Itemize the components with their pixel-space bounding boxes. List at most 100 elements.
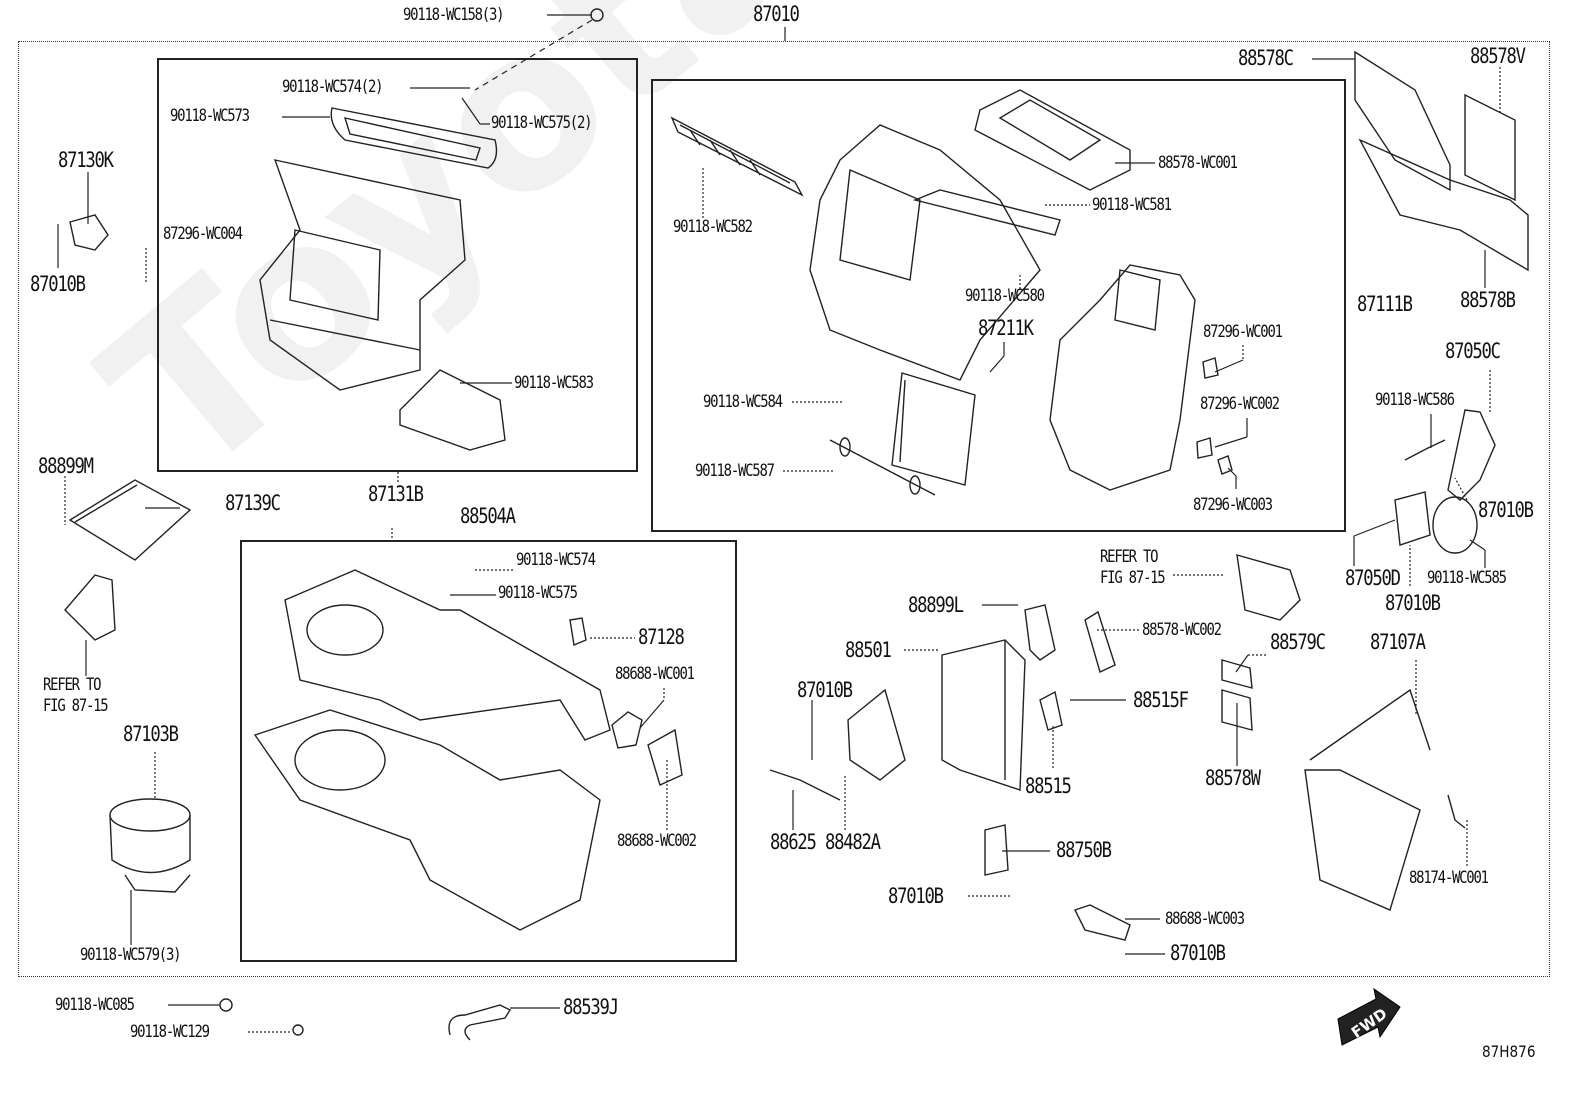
- part-hvac-right-case: [1049, 264, 1196, 491]
- part-label[interactable]: 87103B: [123, 722, 179, 746]
- part-label[interactable]: 87296-WC002: [1200, 394, 1280, 414]
- fwd-arrow-icon: FWD: [1337, 987, 1401, 1046]
- part-vent-90118-wc582: [670, 116, 804, 197]
- reference-note[interactable]: FIG 87-15: [43, 696, 109, 716]
- subassembly-label[interactable]: 87111B: [1357, 292, 1413, 316]
- leader-lines: [57, 14, 1501, 1033]
- part-label[interactable]: 88515F: [1133, 688, 1189, 712]
- reference-note[interactable]: REFER TO: [43, 675, 102, 695]
- part-label[interactable]: 87211K: [978, 316, 1034, 340]
- part-gasket-90118-wc573: [330, 107, 498, 169]
- part-label[interactable]: 88688-WC001: [615, 664, 695, 684]
- part-label[interactable]: 88578B: [1460, 288, 1516, 312]
- part-label[interactable]: 88578W: [1205, 766, 1261, 790]
- part-label[interactable]: 88899M: [38, 454, 94, 478]
- part-hvac-case-87211k: [809, 124, 1041, 381]
- part-label[interactable]: 90118-WC587: [695, 461, 775, 481]
- part-intake-case-87131b: [259, 159, 466, 391]
- part-label[interactable]: 90118-WC158(3): [403, 5, 505, 25]
- part-label[interactable]: 87050D: [1345, 566, 1401, 590]
- part-label[interactable]: 87107A: [1370, 630, 1426, 654]
- part-label[interactable]: 87010B: [797, 678, 853, 702]
- part-label[interactable]: 88579C: [1270, 630, 1326, 654]
- reference-note[interactable]: FIG 87-15: [1100, 568, 1166, 588]
- part-heater-core-87107a: [1304, 688, 1431, 911]
- part-drain-88539j: [448, 1004, 512, 1041]
- part-seal-88899l: [1024, 604, 1056, 661]
- part-label[interactable]: 90118-WC573: [170, 106, 250, 126]
- part-label[interactable]: 88750B: [1056, 838, 1112, 862]
- part-label[interactable]: 87010B: [888, 884, 944, 908]
- part-nut-90118-wc158: [590, 8, 604, 22]
- part-label[interactable]: 87296-WC001: [1203, 322, 1283, 342]
- part-filter-door-90118-wc583: [399, 369, 506, 451]
- part-rod-90118-wc586: [1404, 439, 1446, 461]
- part-label[interactable]: 90118-WC575: [498, 583, 578, 603]
- part-label[interactable]: 88688-WC002: [617, 831, 697, 851]
- part-label[interactable]: 88482A: [825, 830, 881, 854]
- part-insulator-88578v: [1464, 93, 1516, 202]
- part-label[interactable]: 87296-WC003: [1193, 495, 1273, 515]
- part-87130k: [69, 214, 109, 251]
- part-shaft-90118-wc587: [829, 437, 936, 496]
- part-label[interactable]: 90118-WC584: [703, 392, 783, 412]
- subassembly-label[interactable]: 88504A: [460, 504, 516, 528]
- part-label[interactable]: 88899L: [908, 593, 964, 617]
- part-label[interactable]: 88578-WC002: [1142, 620, 1222, 640]
- part-label[interactable]: 87296-WC004: [163, 224, 243, 244]
- part-label[interactable]: 90118-WC574(2): [282, 77, 384, 97]
- assembly-frame-87010: [18, 41, 1550, 977]
- part-label[interactable]: 90118-WC575(2): [491, 113, 593, 133]
- part-label[interactable]: 88578-WC001: [1158, 153, 1238, 173]
- part-blower-case-88504a: [253, 569, 611, 931]
- part-label[interactable]: 88174-WC001: [1409, 868, 1489, 888]
- part-label[interactable]: 87130K: [58, 148, 114, 172]
- part-label[interactable]: 90118-WC129: [130, 1022, 210, 1042]
- part-label[interactable]: 88539J: [563, 995, 619, 1019]
- part-88578w: [1221, 689, 1253, 731]
- part-bracket-88482a: [847, 688, 906, 781]
- part-label[interactable]: 90118-WC585: [1427, 568, 1507, 588]
- part-label[interactable]: 88501: [845, 638, 892, 662]
- part-label[interactable]: 90118-WC085: [55, 995, 135, 1015]
- part-seal-88578-wc002: [1084, 610, 1116, 673]
- part-label[interactable]: 90118-WC582: [673, 217, 753, 237]
- part-label[interactable]: 87010B: [30, 272, 86, 296]
- assembly-label[interactable]: 87010: [753, 2, 800, 26]
- part-resistor-88750b: [984, 824, 1009, 876]
- part-label[interactable]: 90118-WC580: [965, 286, 1045, 306]
- part-90118-wc581: [912, 189, 1061, 236]
- part-label[interactable]: 88578C: [1238, 46, 1294, 70]
- part-label[interactable]: 90118-WC583: [514, 373, 594, 393]
- subassembly-box-87131b: [157, 58, 638, 472]
- part-label[interactable]: 87050C: [1445, 339, 1501, 363]
- part-label[interactable]: 88515: [1025, 774, 1072, 798]
- part-filter-87139c: [68, 479, 192, 561]
- part-label[interactable]: 87010B: [1385, 591, 1441, 615]
- part-88579c: [1221, 659, 1253, 689]
- part-label[interactable]: 88578V: [1470, 44, 1526, 68]
- part-label[interactable]: 87128: [638, 625, 685, 649]
- part-88688-wc002: [647, 728, 683, 786]
- part-insulator-88578c: [1354, 50, 1451, 192]
- part-evaporator-88501: [941, 639, 1026, 791]
- part-label[interactable]: 90118-WC574: [516, 550, 596, 570]
- subassembly-label[interactable]: 87131B: [368, 482, 424, 506]
- reference-note[interactable]: REFER TO: [1100, 547, 1159, 567]
- part-label[interactable]: 87139C: [225, 491, 281, 515]
- part-87296-wc001: [1202, 357, 1219, 379]
- part-insulator-88578b: [1358, 138, 1529, 272]
- part-label[interactable]: 88625: [770, 830, 817, 854]
- part-valve-88515: [1039, 690, 1063, 731]
- part-filter-90118-wc584: [891, 372, 976, 486]
- part-label[interactable]: 90118-WC581: [1092, 195, 1172, 215]
- part-label[interactable]: 90118-WC579(3): [80, 945, 182, 965]
- part-hose-88174-wc001: [1447, 794, 1466, 829]
- part-label[interactable]: 88688-WC003: [1165, 909, 1245, 929]
- part-87128: [569, 617, 587, 646]
- part-label[interactable]: 90118-WC586: [1375, 390, 1455, 410]
- part-label[interactable]: 87010B: [1478, 498, 1534, 522]
- part-label[interactable]: 87010B: [1170, 941, 1226, 965]
- part-duct-refer-87-15-right: [1236, 554, 1301, 621]
